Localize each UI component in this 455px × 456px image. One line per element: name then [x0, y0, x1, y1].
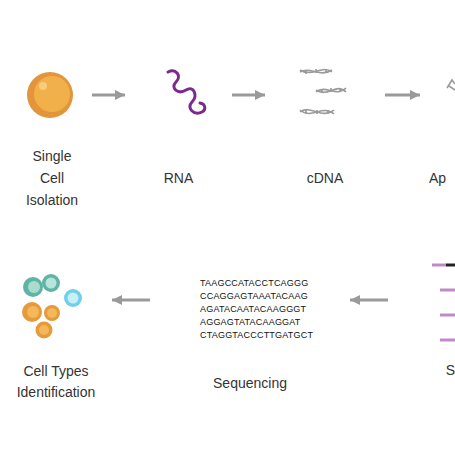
- step-node: Ap: [420, 65, 455, 205]
- sequence-read: CCAGGAGTAAATACAAG: [200, 290, 308, 303]
- flow-arrow: [92, 94, 125, 97]
- rna-icon: [168, 71, 205, 113]
- step-caption: Single Cell Isolation: [20, 145, 84, 211]
- step-node: cDNA: [265, 65, 385, 205]
- step-caption: Ap: [420, 167, 455, 189]
- step-caption: cDNA: [265, 167, 385, 189]
- step-caption: Cell Types Identification: [0, 361, 112, 403]
- step-node: Cell Types Identification: [0, 265, 112, 415]
- cell-types-icon: [22, 274, 82, 339]
- step-node: RNA: [125, 65, 232, 205]
- sequence-read: AGATACAATACAAGGGT: [200, 303, 306, 316]
- flow-arrow: [112, 299, 150, 302]
- sequence-read: CTAGGTACCCTTGATGCT: [200, 329, 313, 342]
- dna-icon: [300, 69, 346, 114]
- step-caption: RNA: [125, 167, 232, 189]
- amplification-icon: [447, 80, 455, 90]
- flow-arrow: [385, 94, 420, 97]
- step-caption: Sequencing: [150, 372, 350, 394]
- flow-arrow: [350, 299, 388, 302]
- sequence-read: TAAGCCATACCTCAGGG: [200, 277, 308, 290]
- flow-arrow: [232, 94, 265, 97]
- cell-icon: [27, 72, 73, 118]
- library-icon: [432, 265, 455, 340]
- step-node: Single Cell Isolation: [12, 65, 92, 210]
- sequence-read: AGGAGTATACAAGGAT: [200, 316, 301, 329]
- step-node: S: [388, 250, 455, 390]
- step-caption: S: [388, 359, 455, 381]
